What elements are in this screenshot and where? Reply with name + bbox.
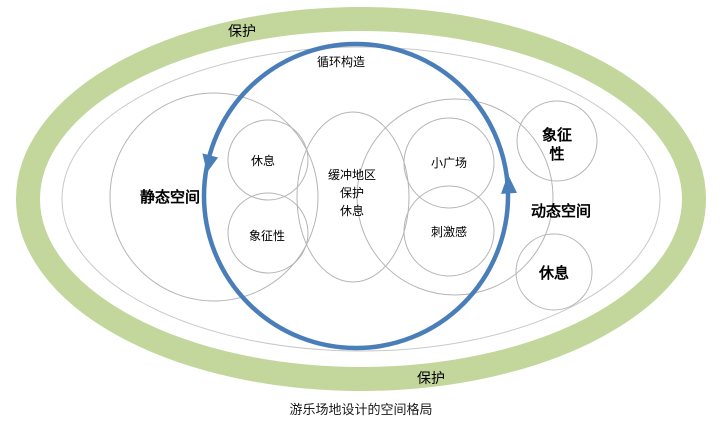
static-space-circle xyxy=(109,92,319,302)
symbolic-right-circle xyxy=(516,100,598,182)
plaza-circle xyxy=(403,117,495,209)
static-space-label: 静态空间 xyxy=(140,188,200,206)
protection-ring xyxy=(16,7,706,391)
rest-left-circle xyxy=(227,119,309,201)
buffer-label-line1: 缓冲地区 xyxy=(328,167,376,182)
circulation-loop-arc xyxy=(201,41,511,351)
circulation-arrowhead-left-icon xyxy=(202,153,219,173)
symbolic-right-label-line1: 象征 xyxy=(542,126,572,144)
rest-right-circle xyxy=(515,233,593,311)
stimulation-label: 刺激感 xyxy=(431,224,467,239)
buffer-label-line2: 保护 xyxy=(340,186,364,200)
rest-left-label: 休息 xyxy=(251,153,275,168)
dynamic-space-circle xyxy=(356,98,554,296)
symbolic-left-label: 象征性 xyxy=(249,229,285,243)
diagram-caption: 游乐场地设计的空间格局 xyxy=(289,402,432,418)
circulation-arrowhead-right-icon xyxy=(501,174,517,194)
buffer-label-line3: 休息 xyxy=(340,203,364,218)
symbolic-right-label-line2: 性 xyxy=(549,145,564,163)
protect-top-label: 保护 xyxy=(228,24,256,40)
plaza-label: 小广场 xyxy=(431,156,467,170)
stimulation-circle xyxy=(403,185,495,277)
symbolic-left-circle xyxy=(227,192,309,274)
dynamic-space-label: 动态空间 xyxy=(531,202,591,220)
buffer-zone-ellipse xyxy=(296,111,410,283)
inner-boundary-ellipse xyxy=(61,46,661,352)
protect-bottom-label: 保护 xyxy=(417,371,445,387)
circulation-label: 循环构造 xyxy=(317,54,365,69)
rest-right-label: 休息 xyxy=(538,264,569,282)
